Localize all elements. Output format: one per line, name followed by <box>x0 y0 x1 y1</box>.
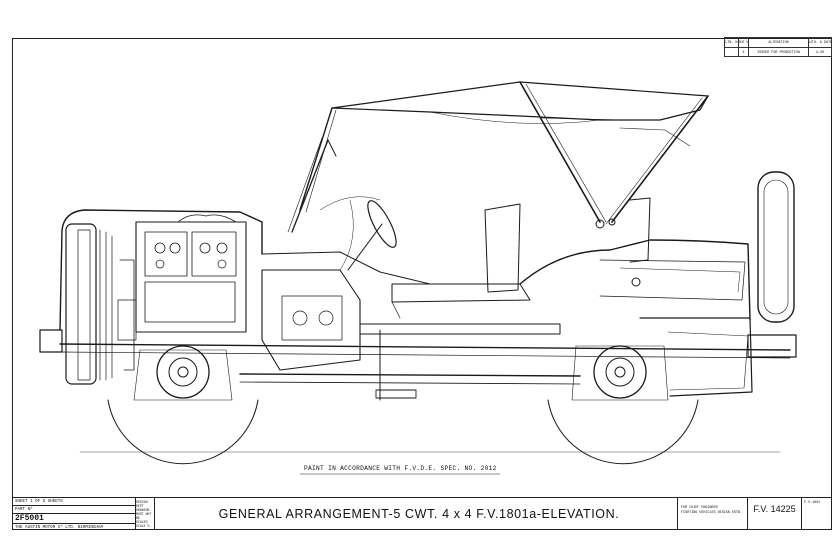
alt-header-auth: AUTH. & DATE <box>808 40 831 45</box>
engineer-approval: FOR CHIEF ENGINEER FIGHTING VEHICLES DES… <box>677 498 747 529</box>
engine <box>117 214 247 371</box>
scale-info: DESIGN DEPT DRAWING MUST NOT BE SCALED S… <box>135 498 155 529</box>
gearbox <box>261 269 361 371</box>
alterations-header-row: ALTN. Nº ISSUE No. ALTERATION AUTH. & DA… <box>725 38 831 48</box>
rear-wheel <box>547 345 699 465</box>
alt-cell-auth: 4-40 <box>815 50 824 55</box>
alt-cell-text: ISSUED FOR PRODUCTION <box>749 48 809 57</box>
spare-wheel <box>757 171 795 323</box>
design-dept: DESIGN DEPT <box>136 500 148 508</box>
alterations-row: 4 ISSUED FOR PRODUCTION 4-40 <box>725 48 831 57</box>
alterations-table: ALTN. Nº ISSUE No. ALTERATION AUTH. & DA… <box>724 37 832 57</box>
canopy-hood <box>299 81 709 229</box>
alt-header-no: ALTN. Nº <box>725 38 739 47</box>
part-number: 2F5001 <box>13 514 135 524</box>
part-info: SHEET 1 OF 5 SHEETS PART Nº 2F5001 THE A… <box>13 498 136 530</box>
engineer-line-1: FOR CHIEF ENGINEER <box>681 506 718 510</box>
maker-name: THE AUSTIN MOTOR Cº LTD. BIRMINGHAM <box>15 525 103 530</box>
alt-header-alteration: ALTERATION <box>749 38 809 47</box>
title-block: SHEET 1 OF 5 SHEETS PART Nº 2F5001 THE A… <box>12 497 832 530</box>
front-wheel <box>107 345 259 465</box>
windscreen <box>287 137 337 233</box>
drawing-title: GENERAL ARRANGEMENT-5 CWT. 4 x 4 F.V.180… <box>218 506 620 521</box>
seats <box>391 197 651 319</box>
drawing-number: F.V. 14225 <box>747 498 801 529</box>
steering-wheel <box>319 196 397 271</box>
alt-cell-no <box>725 48 739 57</box>
body-outline <box>39 209 797 397</box>
engineer-line-2: FIGHTING VEHICLES DESIGN ESTB. <box>681 511 743 515</box>
radiator <box>65 223 113 385</box>
chassis-frame <box>59 323 791 401</box>
sheet-count: SHEET 1 OF 5 SHEETS <box>13 498 135 506</box>
alt-header-issue: ISSUE No. <box>739 38 750 47</box>
alt-cell-issue: 4 <box>739 48 750 57</box>
scale-note: DRAWING MUST NOT BE SCALED <box>136 508 152 524</box>
part-no-label: PART Nº <box>13 506 135 514</box>
drawing-number-small: F.V.1801 <box>801 498 831 529</box>
paint-spec-note: PAINT IN ACCORDANCE WITH F.V.D.E. SPEC. … <box>304 465 497 472</box>
scale: SCALE ⅛ <box>136 524 150 528</box>
